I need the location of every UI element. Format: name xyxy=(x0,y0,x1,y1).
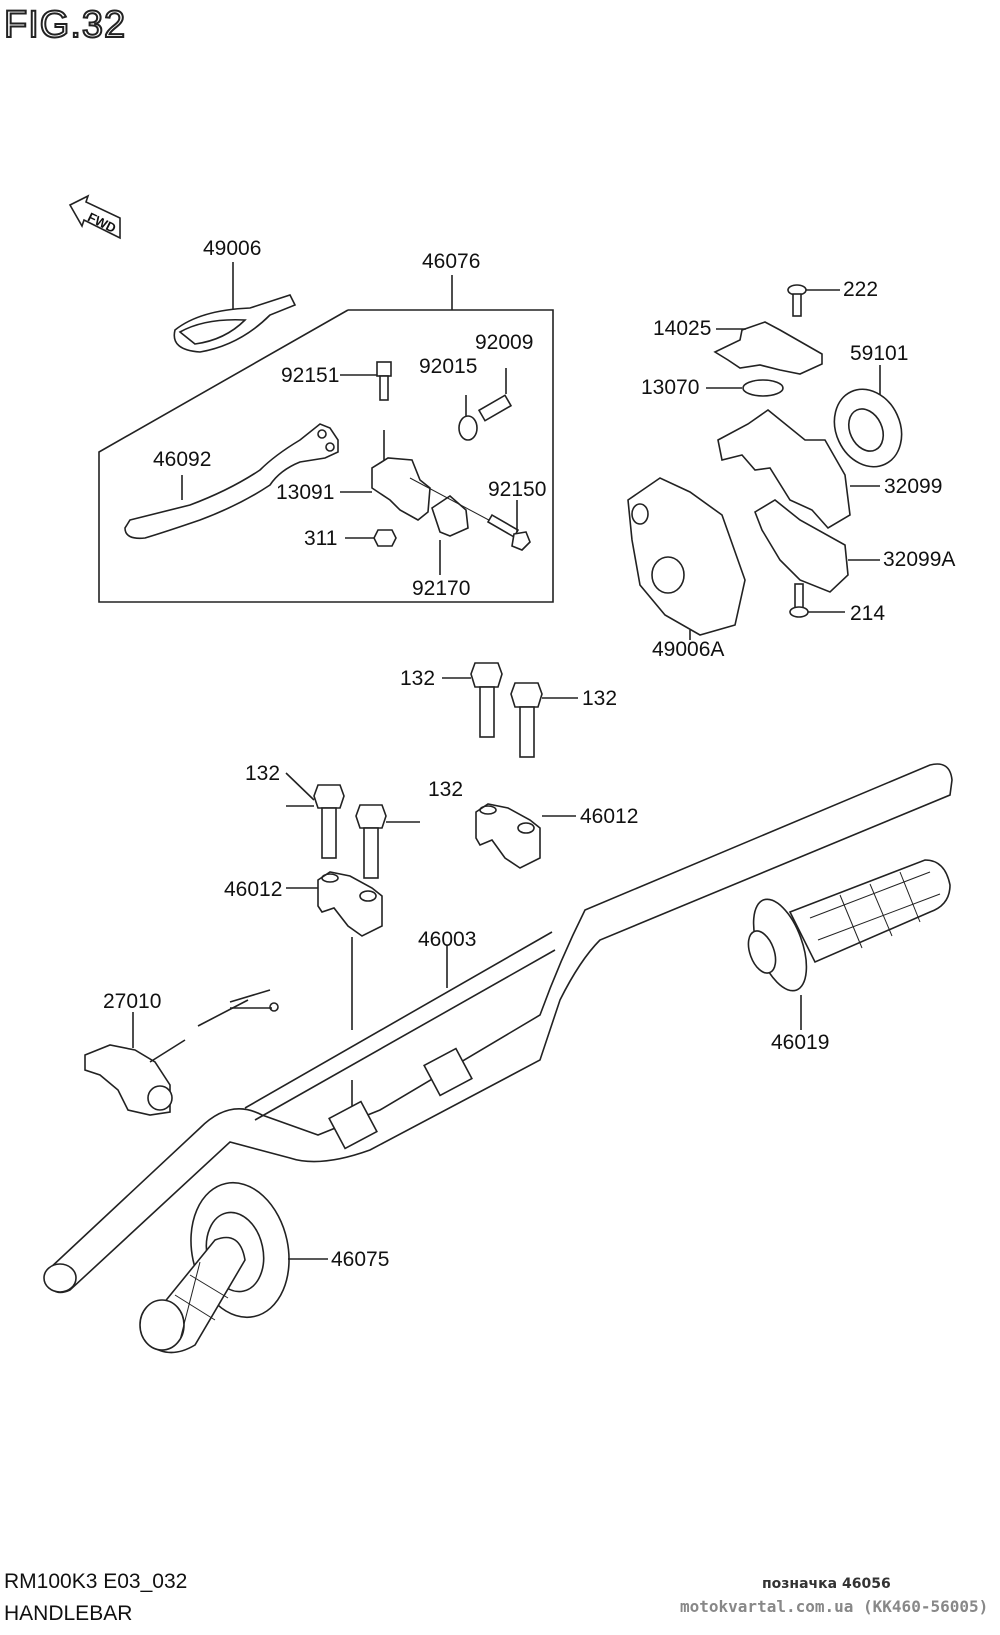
label-92151[interactable]: 92151 xyxy=(281,364,339,387)
bolt-132-b-part xyxy=(510,682,543,758)
clamp-92170-part xyxy=(431,494,469,537)
left-grip-part xyxy=(139,1181,290,1354)
label-49006A[interactable]: 49006A xyxy=(652,638,724,661)
fwd-arrow-icon: FWD xyxy=(68,194,121,240)
bolt-132-a-part xyxy=(470,662,503,738)
label-311[interactable]: 311 xyxy=(304,527,337,550)
label-132-b[interactable]: 132 xyxy=(582,687,617,710)
label-92170[interactable]: 92170 xyxy=(412,577,470,600)
lever-cover-part xyxy=(173,294,297,353)
bolt-92151-part xyxy=(376,361,392,401)
adjuster-92009-part xyxy=(477,394,513,422)
label-132-d[interactable]: 132 xyxy=(428,778,463,801)
holder-46012-a-part xyxy=(475,803,541,869)
label-46075[interactable]: 46075 xyxy=(331,1248,389,1271)
stop-switch-part xyxy=(84,989,279,1116)
label-132-a[interactable]: 132 xyxy=(400,667,435,690)
screw-222-part xyxy=(787,284,807,317)
label-222[interactable]: 222 xyxy=(843,278,878,301)
screw-214-part xyxy=(789,583,809,618)
clutch-lever-part xyxy=(124,423,339,540)
watermark-line2: motokvartal.com.ua (KK460-56005) xyxy=(680,1597,989,1616)
label-92150[interactable]: 92150 xyxy=(488,478,546,501)
label-92009[interactable]: 92009 xyxy=(475,331,533,354)
label-132-c[interactable]: 132 xyxy=(245,762,280,785)
label-32099[interactable]: 32099 xyxy=(884,475,942,498)
label-13091[interactable]: 13091 xyxy=(276,481,334,504)
figure-code: RM100K3 E03_032 xyxy=(4,1570,188,1593)
group-box-46076 xyxy=(98,309,554,603)
label-46012-a[interactable]: 46012 xyxy=(580,805,638,828)
label-14025[interactable]: 14025 xyxy=(653,317,711,340)
label-46092[interactable]: 46092 xyxy=(153,448,211,471)
bolt-92150-part xyxy=(486,513,531,551)
lever-holder-part xyxy=(371,457,431,521)
label-214[interactable]: 214 xyxy=(850,602,885,625)
watermark-line1: позначка 46056 xyxy=(762,1576,891,1592)
bolt-132-c-part xyxy=(313,784,345,859)
label-46076[interactable]: 46076 xyxy=(422,250,480,273)
nut-311-part xyxy=(373,529,397,547)
label-92015[interactable]: 92015 xyxy=(419,355,477,378)
label-27010[interactable]: 27010 xyxy=(103,990,161,1013)
label-46012-b[interactable]: 46012 xyxy=(224,878,282,901)
cover-14025-part xyxy=(713,321,823,375)
label-46003[interactable]: 46003 xyxy=(418,928,476,951)
bolt-132-d-part xyxy=(355,804,387,879)
ring-13070-part xyxy=(742,379,784,397)
nut-92015-part xyxy=(458,415,478,441)
label-32099A[interactable]: 32099A xyxy=(883,548,955,571)
throttle-cover-part xyxy=(627,477,746,636)
fwd-label: FWD xyxy=(85,209,118,235)
label-59101[interactable]: 59101 xyxy=(850,342,908,365)
figure-name: HANDLEBAR xyxy=(4,1602,133,1625)
throttle-case-lower-part xyxy=(754,499,849,593)
label-13070[interactable]: 13070 xyxy=(641,376,699,399)
throttle-case-upper-part xyxy=(717,408,851,530)
holder-46012-b-part xyxy=(317,871,383,937)
handlebar-part xyxy=(43,763,953,1294)
throttle-grip-part xyxy=(747,859,951,992)
pulley-59101-part xyxy=(833,388,903,468)
label-49006[interactable]: 49006 xyxy=(203,237,261,260)
figure-title: FIG.32 xyxy=(3,3,127,47)
label-46019[interactable]: 46019 xyxy=(771,1031,829,1054)
